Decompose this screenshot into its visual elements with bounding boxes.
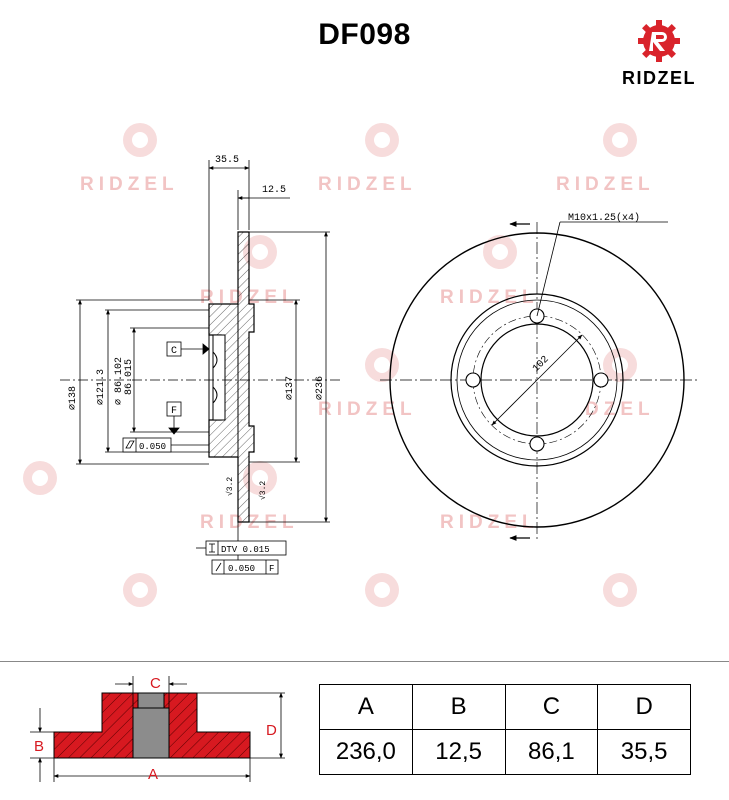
watermark-gear-icon: [603, 573, 637, 607]
datum-f-label: F: [171, 406, 177, 417]
datum-markers: [122, 341, 210, 453]
table-value-cell: 12,5: [411, 729, 506, 775]
legend-label-b: B: [34, 738, 44, 755]
watermark-text: RIDZEL: [556, 174, 655, 195]
runout-datum: F: [269, 564, 274, 574]
bolt-hole: [593, 372, 609, 388]
runout-value: 0.050: [228, 564, 255, 574]
watermark-gear-icon: [365, 573, 399, 607]
watermark-gear-icon: [23, 461, 57, 495]
dim-d121-label: ⌀121.3: [96, 369, 107, 405]
table-header-row: A B C D: [319, 684, 691, 730]
bolt-hole: [529, 436, 545, 452]
watermark-text: RIDZEL: [318, 174, 417, 195]
watermark-gear-icon: [603, 123, 637, 157]
watermark-text: RIDZEL: [318, 399, 417, 420]
dimensions-table: A B C D 236,0 12,5 86,1 35,5: [319, 684, 691, 775]
watermark-gear-icon: [483, 235, 517, 269]
side-dimension-labels: 35.5 12.5 ⌀138 ⌀121.3 ⌀ 86.102 86.015 ⌀1…: [68, 155, 326, 410]
table-value-cell: 86,1: [504, 729, 599, 775]
datum-c-label: C: [171, 346, 177, 357]
table-value-cell: 236,0: [319, 729, 413, 775]
watermark-gear-icon: [123, 573, 157, 607]
dim-35-5-label: 35.5: [215, 155, 239, 166]
table-value-row: 236,0 12,5 86,1 35,5: [319, 729, 691, 775]
tolerance-frames: [196, 522, 287, 575]
roughness-mark: √3.2: [225, 477, 235, 496]
table-value-cell: 35,5: [597, 729, 691, 775]
watermark-gear-icon: [365, 123, 399, 157]
table-header-cell: B: [411, 684, 506, 730]
dim-d86-015-label: 86.015: [124, 359, 135, 395]
gear-r-icon: [638, 20, 680, 62]
legend-label-c: C: [150, 675, 161, 692]
brand-name: RIDZEL: [622, 68, 696, 88]
watermark-gear-icon: [243, 235, 277, 269]
watermark-text: RIDZEL: [80, 174, 179, 195]
brand-logo: RIDZEL: [604, 18, 714, 89]
dim-d138-label: ⌀138: [68, 386, 79, 410]
section-divider: [0, 661, 729, 662]
dim-d236-label: ⌀236: [315, 376, 326, 400]
bolt-holes: [465, 308, 609, 452]
hub-bore: [132, 707, 170, 759]
watermark-gear-icon: [243, 461, 277, 495]
side-dimensions: [76, 160, 330, 523]
table-header-cell: C: [504, 684, 599, 730]
flatness-value: 0.050: [139, 442, 166, 452]
roughness-mark: √3.2: [258, 481, 268, 500]
dtv-label: DTV 0.015: [221, 545, 270, 555]
dim-d86-102-label: ⌀ 86.102: [114, 357, 125, 405]
watermark-text: RIDZEL: [440, 512, 539, 533]
part-number-title: DF098: [318, 18, 411, 51]
dim-12-5-label: 12.5: [262, 185, 286, 196]
bolt-hole: [465, 372, 481, 388]
side-section-view: [60, 231, 340, 523]
dim-d137-label: ⌀137: [285, 376, 296, 400]
thread-label: M10x1.25(x4): [568, 212, 640, 224]
legend-label-a: A: [148, 766, 158, 783]
legend-label-d: D: [266, 722, 277, 739]
front-annotations: [491, 221, 668, 541]
watermark-gear-icon: [123, 123, 157, 157]
table-header-cell: D: [597, 684, 691, 730]
table-header-cell: A: [319, 684, 413, 730]
watermark-text: RIDZEL: [440, 287, 539, 308]
